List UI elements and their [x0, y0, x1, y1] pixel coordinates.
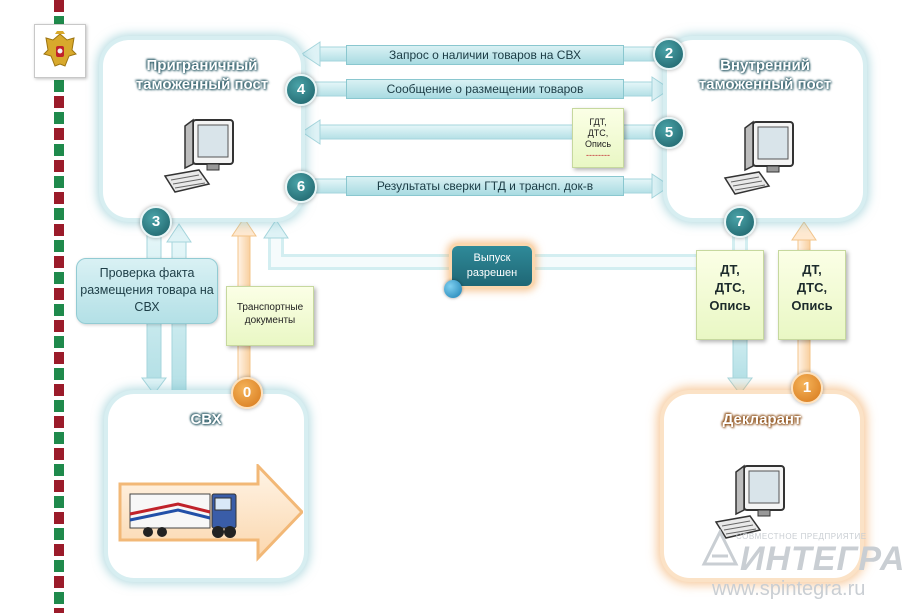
computer-icon [723, 120, 794, 195]
note-line: Опись [584, 139, 612, 149]
declarant-box: Декларант [664, 394, 860, 578]
emblem [34, 24, 86, 78]
flow-step6-label: Результаты сверки ГТД и трансп. док-в [346, 176, 624, 196]
step1-badge: 1 [791, 372, 823, 404]
step1-documents-note: ДТ, ДТС, Опись [778, 250, 846, 340]
step5-documents-note: ГДТ, ДТС, Опись -------- [572, 108, 624, 168]
computer-icon [714, 464, 785, 539]
step3-badge: 3 [140, 206, 172, 238]
step7-documents-note: ДТ, ДТС, Опись [696, 250, 764, 340]
truck-icon [118, 464, 303, 562]
note-line: Опись [791, 298, 833, 313]
border-post-title-line2: таможенный пост [135, 76, 269, 93]
note-line: Опись [709, 298, 751, 313]
note-line: -------- [586, 150, 610, 160]
note-line: ДТС, [587, 128, 609, 138]
flow-step4-label: Сообщение о размещении товаров [346, 79, 624, 99]
watermark-tagline: совместное предприятие [736, 532, 867, 541]
step6-badge: 6 [285, 171, 317, 203]
border-line [54, 0, 64, 613]
inland-customs-post-box: Внутренний таможенный пост [667, 40, 863, 218]
watermark-url: www.spintegra.ru [712, 578, 866, 600]
note-line: ДТ, [720, 262, 740, 277]
svh-box: СВХ [108, 394, 304, 578]
inland-post-title-line2: таможенный пост [698, 76, 832, 93]
border-customs-post-box: Приграничный таможенный пост [103, 40, 301, 218]
step2-badge: 2 [653, 38, 685, 70]
step3-check-label: Проверка факта размещения товара на СВХ [76, 258, 218, 324]
note-line: ДТС, [714, 280, 746, 295]
step5-badge: 5 [653, 117, 685, 149]
watermark-brand: ИНТЕГРА [740, 540, 906, 578]
note-line: ДТ, [802, 262, 822, 277]
russia-coat-of-arms-icon [43, 31, 77, 67]
computer-icon [163, 118, 234, 193]
flow-step2-label: Запрос о наличии товаров на СВХ [346, 45, 624, 65]
inland-post-title: Внутренний таможенный пост [667, 56, 863, 94]
integra-logo-icon [701, 528, 739, 566]
step7-badge: 7 [724, 206, 756, 238]
transport-documents-note: Транспортные документы [226, 286, 314, 346]
svh-title: СВХ [190, 411, 222, 428]
release-approved-label: Выпуск разрешен [452, 246, 532, 286]
release-line1: Выпуск [473, 252, 511, 264]
note-line: ГДТ, [589, 117, 607, 127]
release-point-dot [444, 280, 462, 298]
border-post-title: Приграничный таможенный пост [103, 56, 301, 94]
note-line: ДТС, [796, 280, 828, 295]
release-line2: разрешен [466, 267, 518, 279]
step0-badge: 0 [231, 377, 263, 409]
step4-badge: 4 [285, 74, 317, 106]
inland-post-title-line1: Внутренний [720, 57, 810, 74]
declarant-title: Декларант [722, 411, 802, 428]
border-post-title-line1: Приграничный [146, 57, 258, 74]
